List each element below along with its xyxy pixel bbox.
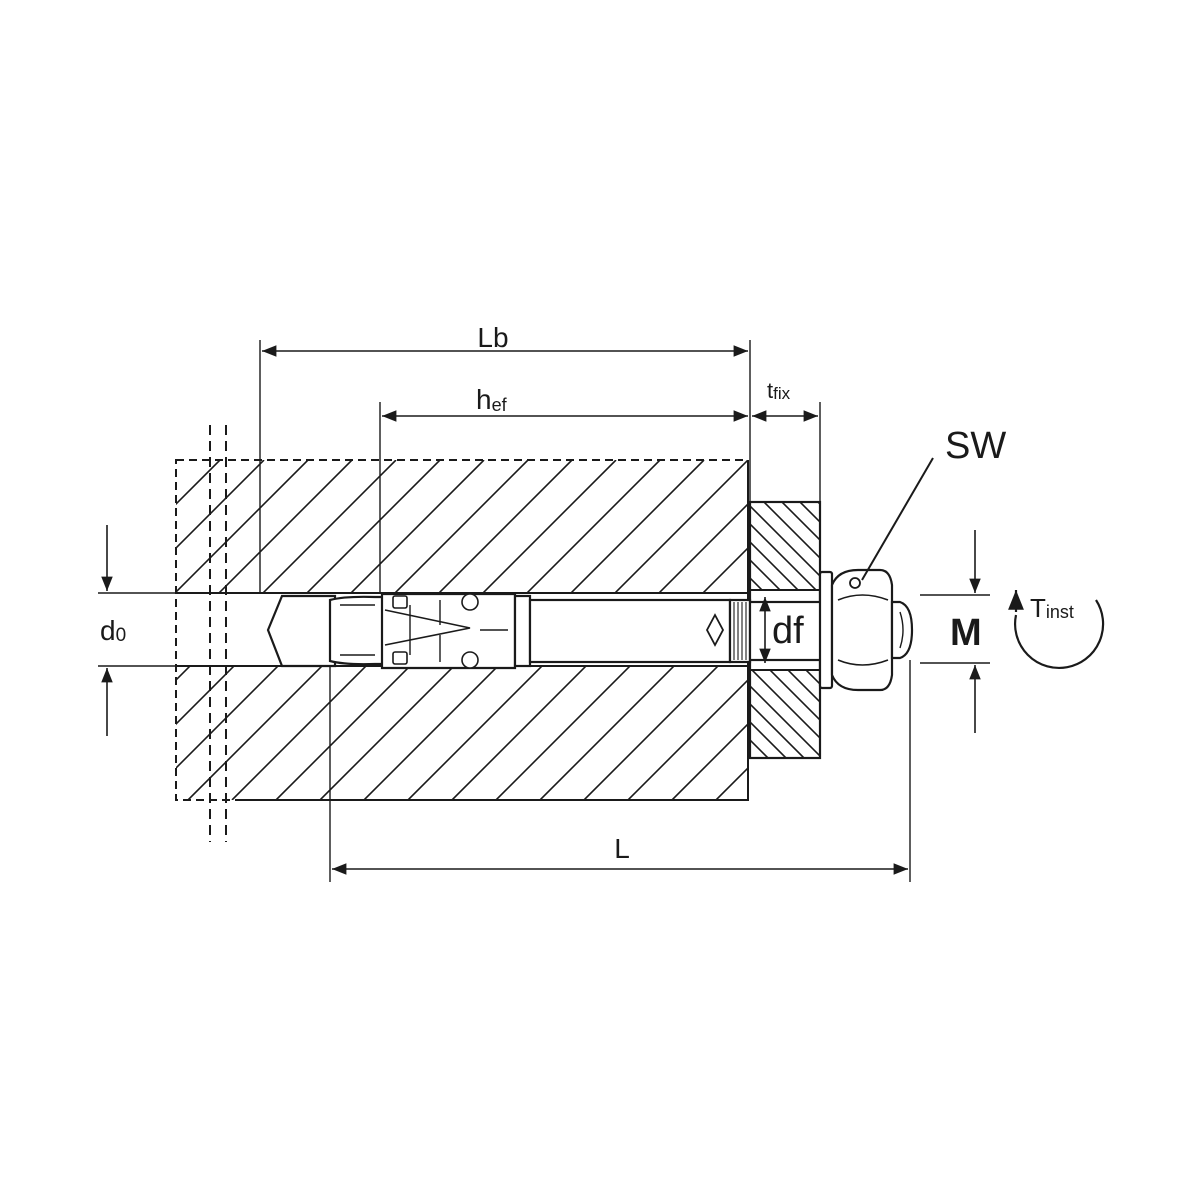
hatch-line — [1070, 502, 1200, 758]
hatch-line — [944, 502, 1200, 758]
label-tfix: tfix — [767, 378, 791, 403]
hatch-line — [980, 460, 1200, 800]
cone-tip — [266, 594, 337, 668]
hatch-line — [671, 722, 748, 800]
extension-lines — [98, 340, 990, 882]
hatch-line — [750, 684, 820, 758]
hatch-line — [750, 702, 805, 758]
label-tinst: Tinst — [1030, 593, 1074, 623]
hatch-line — [750, 522, 820, 596]
sw-leader — [861, 457, 934, 581]
anchor-bolt — [266, 568, 914, 692]
knurl — [728, 598, 752, 664]
break-lines — [209, 425, 227, 842]
hatch-line — [998, 502, 1200, 758]
hatch-line — [750, 666, 820, 740]
hatch-line — [908, 502, 1164, 758]
hatch-line — [1034, 502, 1200, 758]
hatch-line — [750, 540, 820, 614]
hatch-line — [583, 634, 748, 800]
collar — [513, 594, 532, 668]
hatch-line — [1016, 502, 1200, 758]
hatch-line — [1052, 502, 1200, 758]
rod-end — [890, 600, 914, 660]
washer — [818, 570, 834, 690]
hatch-line — [962, 502, 1200, 758]
hatch-line — [750, 648, 820, 722]
label-m: M — [950, 612, 982, 654]
diamond-mark — [705, 613, 725, 647]
label-l: L — [614, 833, 630, 864]
hatch-line — [627, 678, 748, 800]
hatch-line — [1088, 502, 1200, 758]
hatch-line — [763, 502, 820, 560]
torque-arc — [1014, 599, 1105, 669]
shaft — [528, 598, 732, 664]
label-hef: hef — [476, 384, 508, 415]
hatch-line — [892, 460, 1200, 800]
hatch-line — [176, 460, 177, 462]
hatch-line — [1024, 460, 1200, 800]
hatch-line — [1112, 460, 1200, 800]
label-df: df — [772, 610, 804, 652]
label-lb: Lb — [477, 322, 508, 353]
hatch-line — [176, 460, 265, 550]
hatch-line — [176, 460, 309, 594]
hatch-line — [1068, 460, 1200, 800]
knurl-lines — [733, 602, 747, 660]
hatch-line — [980, 502, 1200, 758]
cone-body — [328, 595, 387, 666]
hatch-line — [750, 504, 820, 578]
label-sw: SW — [945, 425, 1006, 467]
dimension-arrows — [101, 345, 1105, 875]
hex-nut — [830, 568, 894, 692]
nut-marker — [849, 577, 861, 589]
hatch-line — [890, 502, 1146, 758]
label-d0: d0 — [100, 615, 126, 646]
